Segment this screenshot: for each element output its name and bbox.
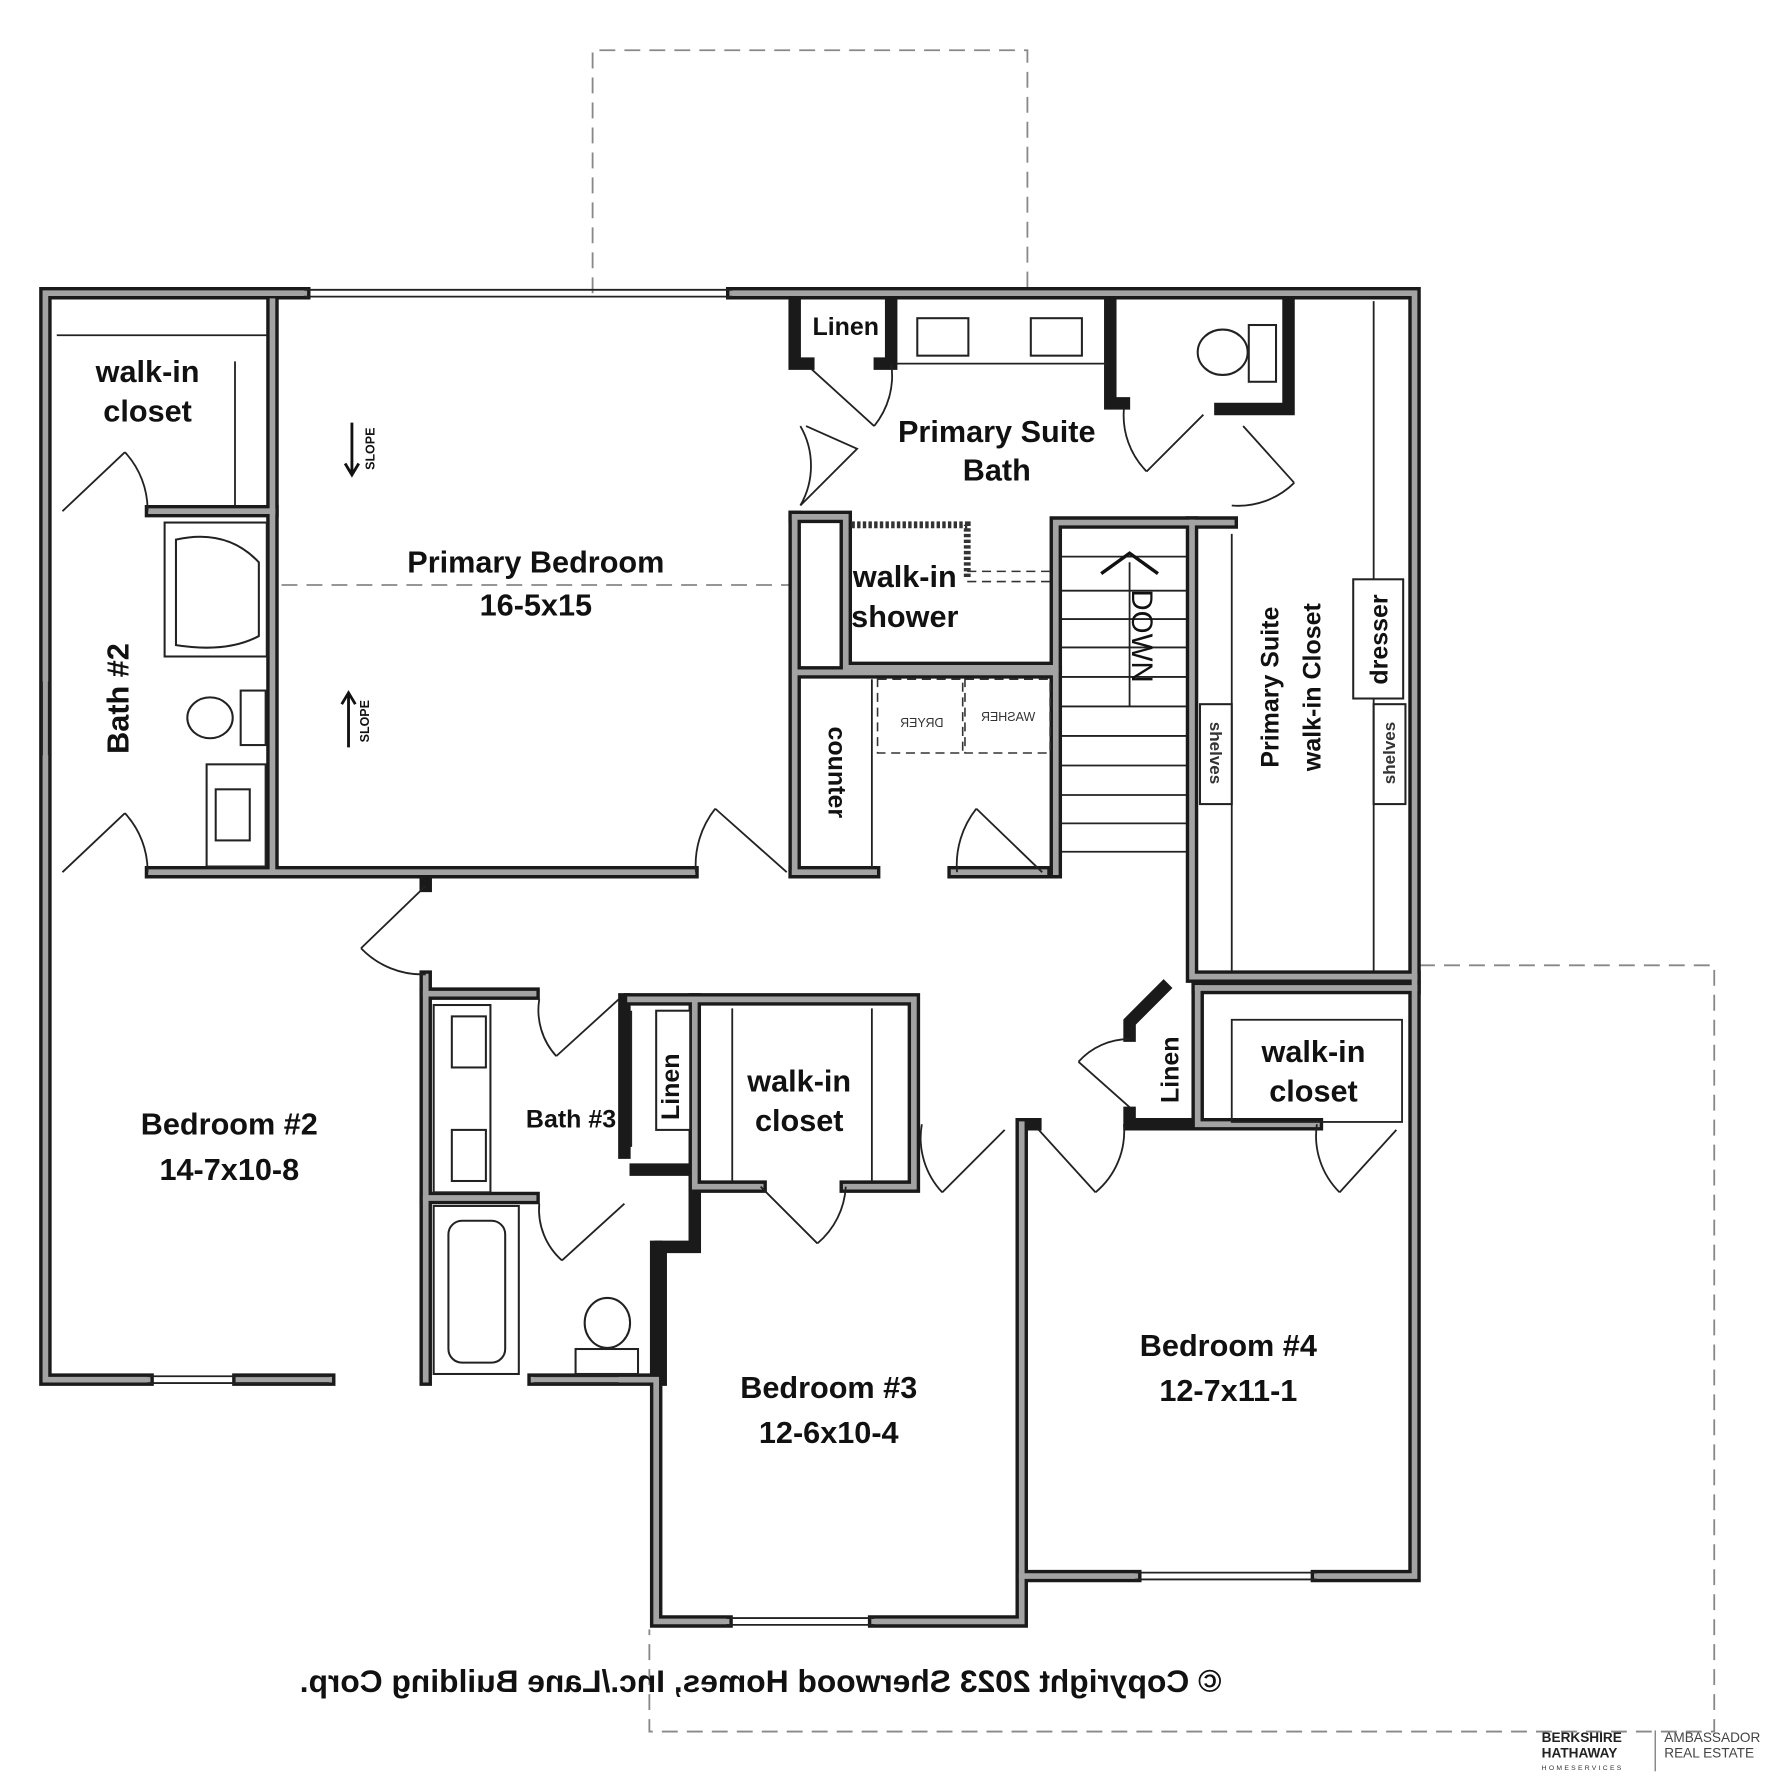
logo-line2: HATHAWAY (1542, 1746, 1618, 1761)
bedroom4-size: 12-7x11-1 (1159, 1374, 1297, 1408)
linen-hall-label: Linen (1156, 1036, 1184, 1103)
logo-right1: AMBASSADOR (1664, 1730, 1760, 1745)
room-labels: walk-in closet Primary Bedroom 16-5x15 B… (95, 313, 1400, 1450)
arrow-down-icon (343, 422, 360, 478)
bedroom3-closet-label: walk-in (746, 1064, 851, 1098)
linen-suite-label: Linen (812, 313, 879, 341)
bedroom4-closet-label-2: closet (1269, 1075, 1358, 1109)
bedroom4-closet-label: walk-in (1261, 1035, 1366, 1069)
shelves-label-right: shelves (1380, 722, 1399, 784)
arrow-up-icon (340, 690, 357, 748)
dryer-label: DRYER (900, 716, 943, 730)
walk-in-shower-label-2: shower (851, 600, 958, 634)
logo-line1: BERKSHIRE (1542, 1730, 1622, 1745)
primary-closet-label: Primary Suite (1256, 607, 1284, 768)
primary-bedroom-size: 16-5x15 (480, 589, 592, 623)
copyright-text: © Copyright 2023 Sherwood Homes, Inc./La… (300, 1663, 1222, 1699)
walk-in-shower-label: walk-in (852, 560, 957, 594)
stairs-down-label: DOWN (1125, 589, 1158, 682)
bath3-label: Bath #3 (526, 1106, 616, 1134)
fixtures (56, 301, 1407, 1376)
washer-label: WASHER (981, 710, 1035, 724)
slope-label-top: SLOPE (364, 428, 378, 470)
brokerage-logo: BERKSHIRE HATHAWAY HOMESERVICES AMBASSAD… (1542, 1730, 1761, 1772)
bedroom3-name: Bedroom #3 (740, 1371, 917, 1405)
doors (61, 363, 1398, 1262)
linen-bath3-label: Linen (657, 1053, 685, 1120)
slope-annotations: SLOPE SLOPE (340, 422, 378, 748)
primary-suite-bath-label: Primary Suite (898, 415, 1096, 449)
bedroom2-size: 14-7x10-8 (159, 1153, 299, 1187)
primary-closet-label-2: walk-in Closet (1298, 603, 1326, 773)
bedroom3-closet-label-2: closet (755, 1104, 844, 1138)
slope-label-bottom: SLOPE (358, 700, 372, 742)
primary-bedroom-name: Primary Bedroom (407, 545, 664, 579)
primary-suite-bath-label-2: Bath (963, 454, 1031, 488)
walk-in-closet-label-2: closet (103, 395, 192, 429)
walk-in-closet-label: walk-in (95, 355, 200, 389)
bath2-label: Bath #2 (101, 643, 135, 754)
logo-right2: REAL ESTATE (1664, 1746, 1754, 1761)
logo-line3: HOMESERVICES (1542, 1765, 1624, 1772)
windows (41, 288, 1317, 1626)
toilet (186, 696, 234, 740)
counter-label: counter (823, 727, 851, 819)
stairs (1061, 551, 1187, 853)
bedroom2-name: Bedroom #2 (141, 1107, 318, 1141)
dashed-outlines (281, 49, 1716, 1733)
shelves-label: shelves (1206, 722, 1225, 784)
dresser-label: dresser (1365, 594, 1393, 685)
bedroom3-size: 12-6x10-4 (759, 1416, 899, 1450)
bedroom4-name: Bedroom #4 (1140, 1329, 1317, 1363)
walls (39, 286, 1421, 1628)
